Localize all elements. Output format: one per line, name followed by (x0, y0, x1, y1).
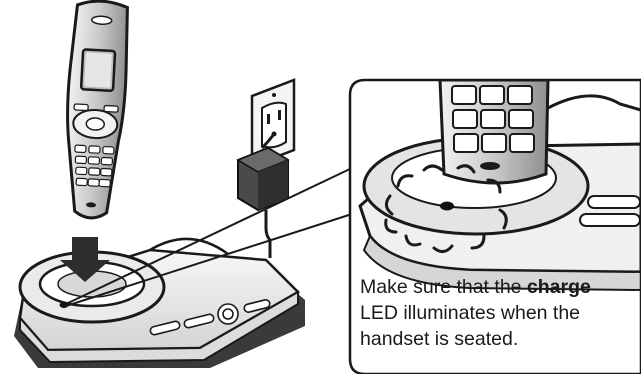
charger-base-icon (14, 239, 305, 368)
caption-line-1: Make sure that the charge (360, 274, 641, 300)
cordless-handset-icon (62, 0, 130, 219)
caption-charge-word: charge (527, 276, 591, 298)
caption-line-2: LED illuminates when the (360, 300, 641, 326)
caption-line-3: handset is seated. (360, 326, 641, 352)
callout-caption: Make sure that the charge LED illuminate… (360, 274, 641, 352)
caption-line-1-text: Make sure that the (360, 276, 527, 298)
